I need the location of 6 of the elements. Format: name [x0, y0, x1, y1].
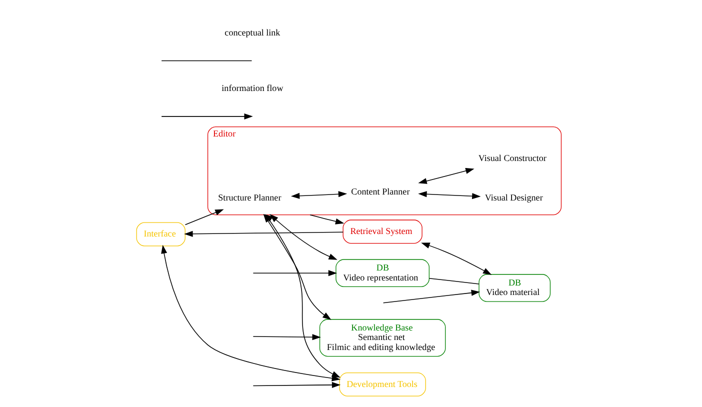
node-text: Structure Planner [218, 192, 281, 202]
node-text: Visual Constructor [478, 152, 546, 163]
legend-label: conceptual link [224, 27, 280, 38]
legend-label: information flow [221, 82, 283, 93]
node-text: Content Planner [350, 186, 410, 197]
node-text: Visual Designer [484, 192, 542, 202]
